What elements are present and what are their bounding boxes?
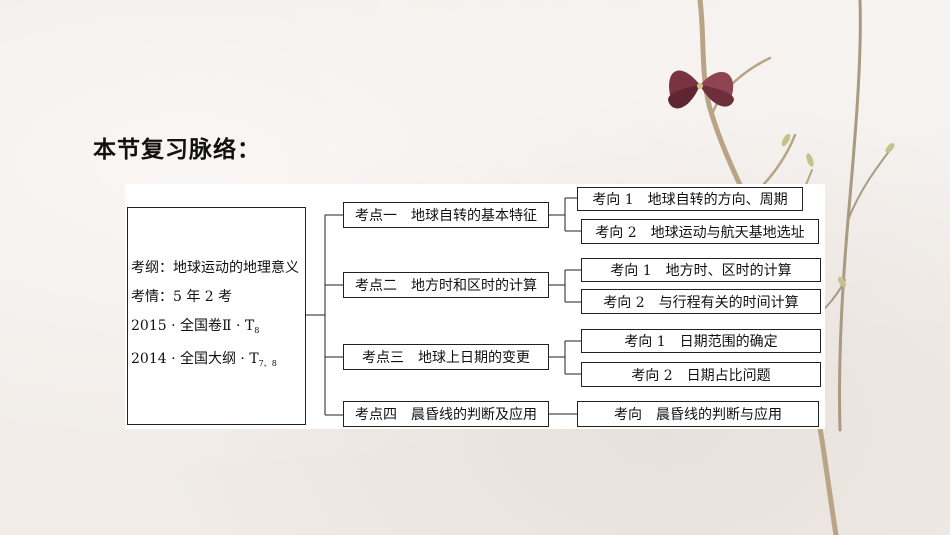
exam-record-2014: 2014 · 全国大纲 · T7、8	[131, 351, 277, 368]
review-outline-chart: 考纲：地球运动的地理意义 考情：5 年 2 考 2015 · 全国卷Ⅱ · T8…	[125, 184, 825, 429]
topic-1-direction-1: 考向 1 地球自转的方向、周期	[577, 187, 803, 211]
exam-record-2015: 2015 · 全国卷Ⅱ · T8	[131, 318, 260, 335]
exam-summary-box: 考纲：地球运动的地理意义 考情：5 年 2 考 2015 · 全国卷Ⅱ · T8…	[127, 207, 306, 425]
topic-3-direction-2: 考向 2 日期占比问题	[581, 362, 821, 387]
topic-2-box: 考点二 地方时和区时的计算	[343, 272, 549, 298]
connector-lines	[306, 197, 581, 416]
topic-2-direction-1: 考向 1 地方时、区时的计算	[581, 258, 821, 282]
topic-2-direction-2: 考向 2 与行程有关的时间计算	[581, 289, 821, 314]
blossom-icon	[668, 70, 734, 109]
topic-3-direction-1: 考向 1 日期范围的确定	[581, 329, 821, 353]
topic-1-direction-2: 考向 2 地球运动与航天基地选址	[581, 219, 819, 244]
topic-4-box: 考点四 晨昏线的判断及应用	[343, 401, 549, 427]
section-title: 本节复习脉络：	[93, 137, 261, 163]
topic-3-box: 考点三 地球上日期的变更	[343, 344, 549, 370]
topic-4-direction-1: 考向 晨昏线的判断与应用	[577, 401, 819, 427]
syllabus-text: 考纲：地球运动的地理意义	[131, 260, 299, 276]
exam-status-text: 考情：5 年 2 考	[131, 289, 233, 305]
topic-1-box: 考点一 地球自转的基本特征	[343, 202, 549, 228]
